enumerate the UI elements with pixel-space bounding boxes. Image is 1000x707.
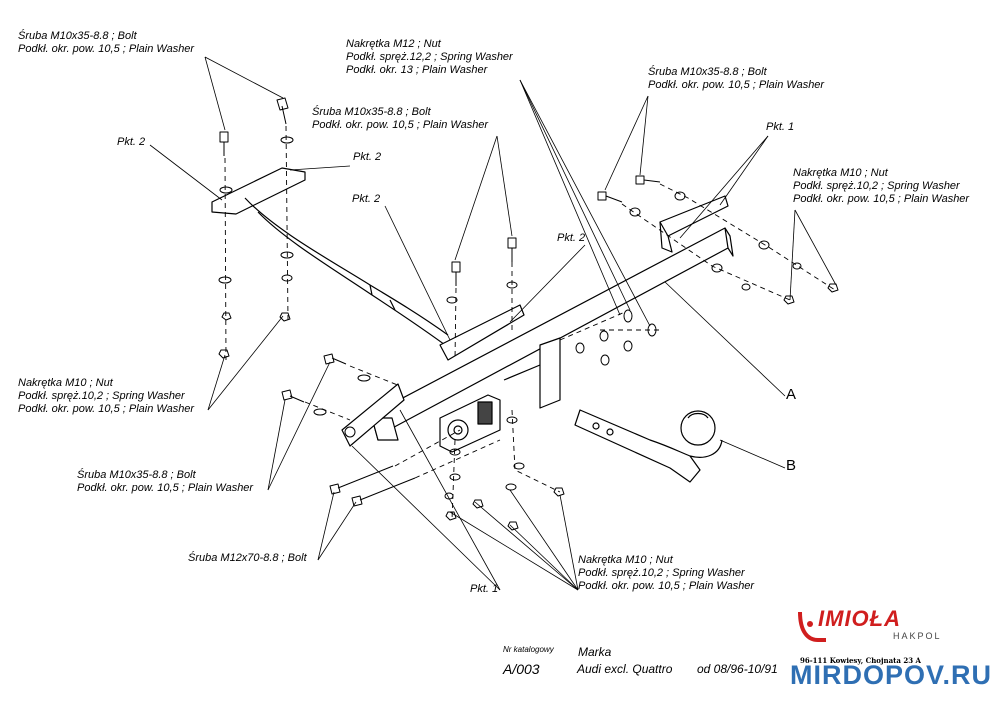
label-nut-m10-right: Nakrętka M10 ; Nut Podkł. spręż.10,2 ; S… (793, 167, 970, 205)
production-years: od 08/96-10/91 (697, 662, 778, 676)
catalog-number: A/003 (503, 661, 540, 677)
brand-address: 96-111 Kowiesy, Chojnata 23 A (800, 656, 921, 665)
label-pkt2-right: Pkt. 2 (557, 232, 586, 244)
brand-name: IMIOŁA (818, 606, 901, 631)
main-cross-bar (341, 195, 734, 447)
label-bolt-top-right: Śruba M10x35-8.8 ; Bolt Podkł. okr. pow.… (648, 66, 825, 91)
label-pkt2-upper: Pkt. 2 (353, 151, 382, 163)
brand-subtitle: HAKPOL (893, 631, 942, 641)
vehicle-model: Audi excl. Quattro (577, 662, 673, 676)
label-nut-m10-bottom: Nakrętka M10 ; Nut Podkł. spręż.10,2 ; S… (578, 554, 755, 592)
tow-ball-bar (574, 409, 723, 483)
assembly-axes (224, 125, 836, 521)
label-pkt2-left: Pkt. 2 (117, 136, 146, 148)
brand-logo-mark (798, 611, 826, 642)
label-bolt-m12x70: Śruba M12x70-8.8 ; Bolt (188, 552, 307, 564)
part-label-a: A (786, 386, 797, 403)
label-bolt-center: Śruba M10x35-8.8 ; Bolt Podkł. okr. pow.… (312, 106, 489, 131)
part-label-b: B (786, 457, 797, 474)
left-side-bracket (211, 167, 525, 361)
leader-lines (149, 56, 837, 591)
label-bolt-top-left: Śruba M10x35-8.8 ; Bolt Podkł. okr. pow.… (18, 30, 195, 55)
label-nut-m10-left: Nakrętka M10 ; Nut Podkł. spręż.10,2 ; S… (18, 377, 195, 415)
label-pkt1-top: Pkt. 1 (766, 121, 795, 133)
catalog-number-label: Nr katalogowy (503, 645, 554, 654)
hitch-mount-plate (439, 337, 561, 453)
bolts (219, 97, 661, 507)
label-bolt-lower-left: Śruba M10x35-8.8 ; Bolt Podkł. okr. pow.… (77, 469, 254, 494)
label-pkt1-bottom: Pkt. 1 (470, 583, 499, 595)
brand-label: Marka (578, 645, 612, 659)
label-nut-m12: Nakrętka M12 ; Nut Podkł. spręż.12,2 ; S… (346, 38, 513, 76)
watermark: MIRDOPOV.RU (790, 660, 993, 690)
label-pkt2-middle: Pkt. 2 (352, 193, 381, 205)
